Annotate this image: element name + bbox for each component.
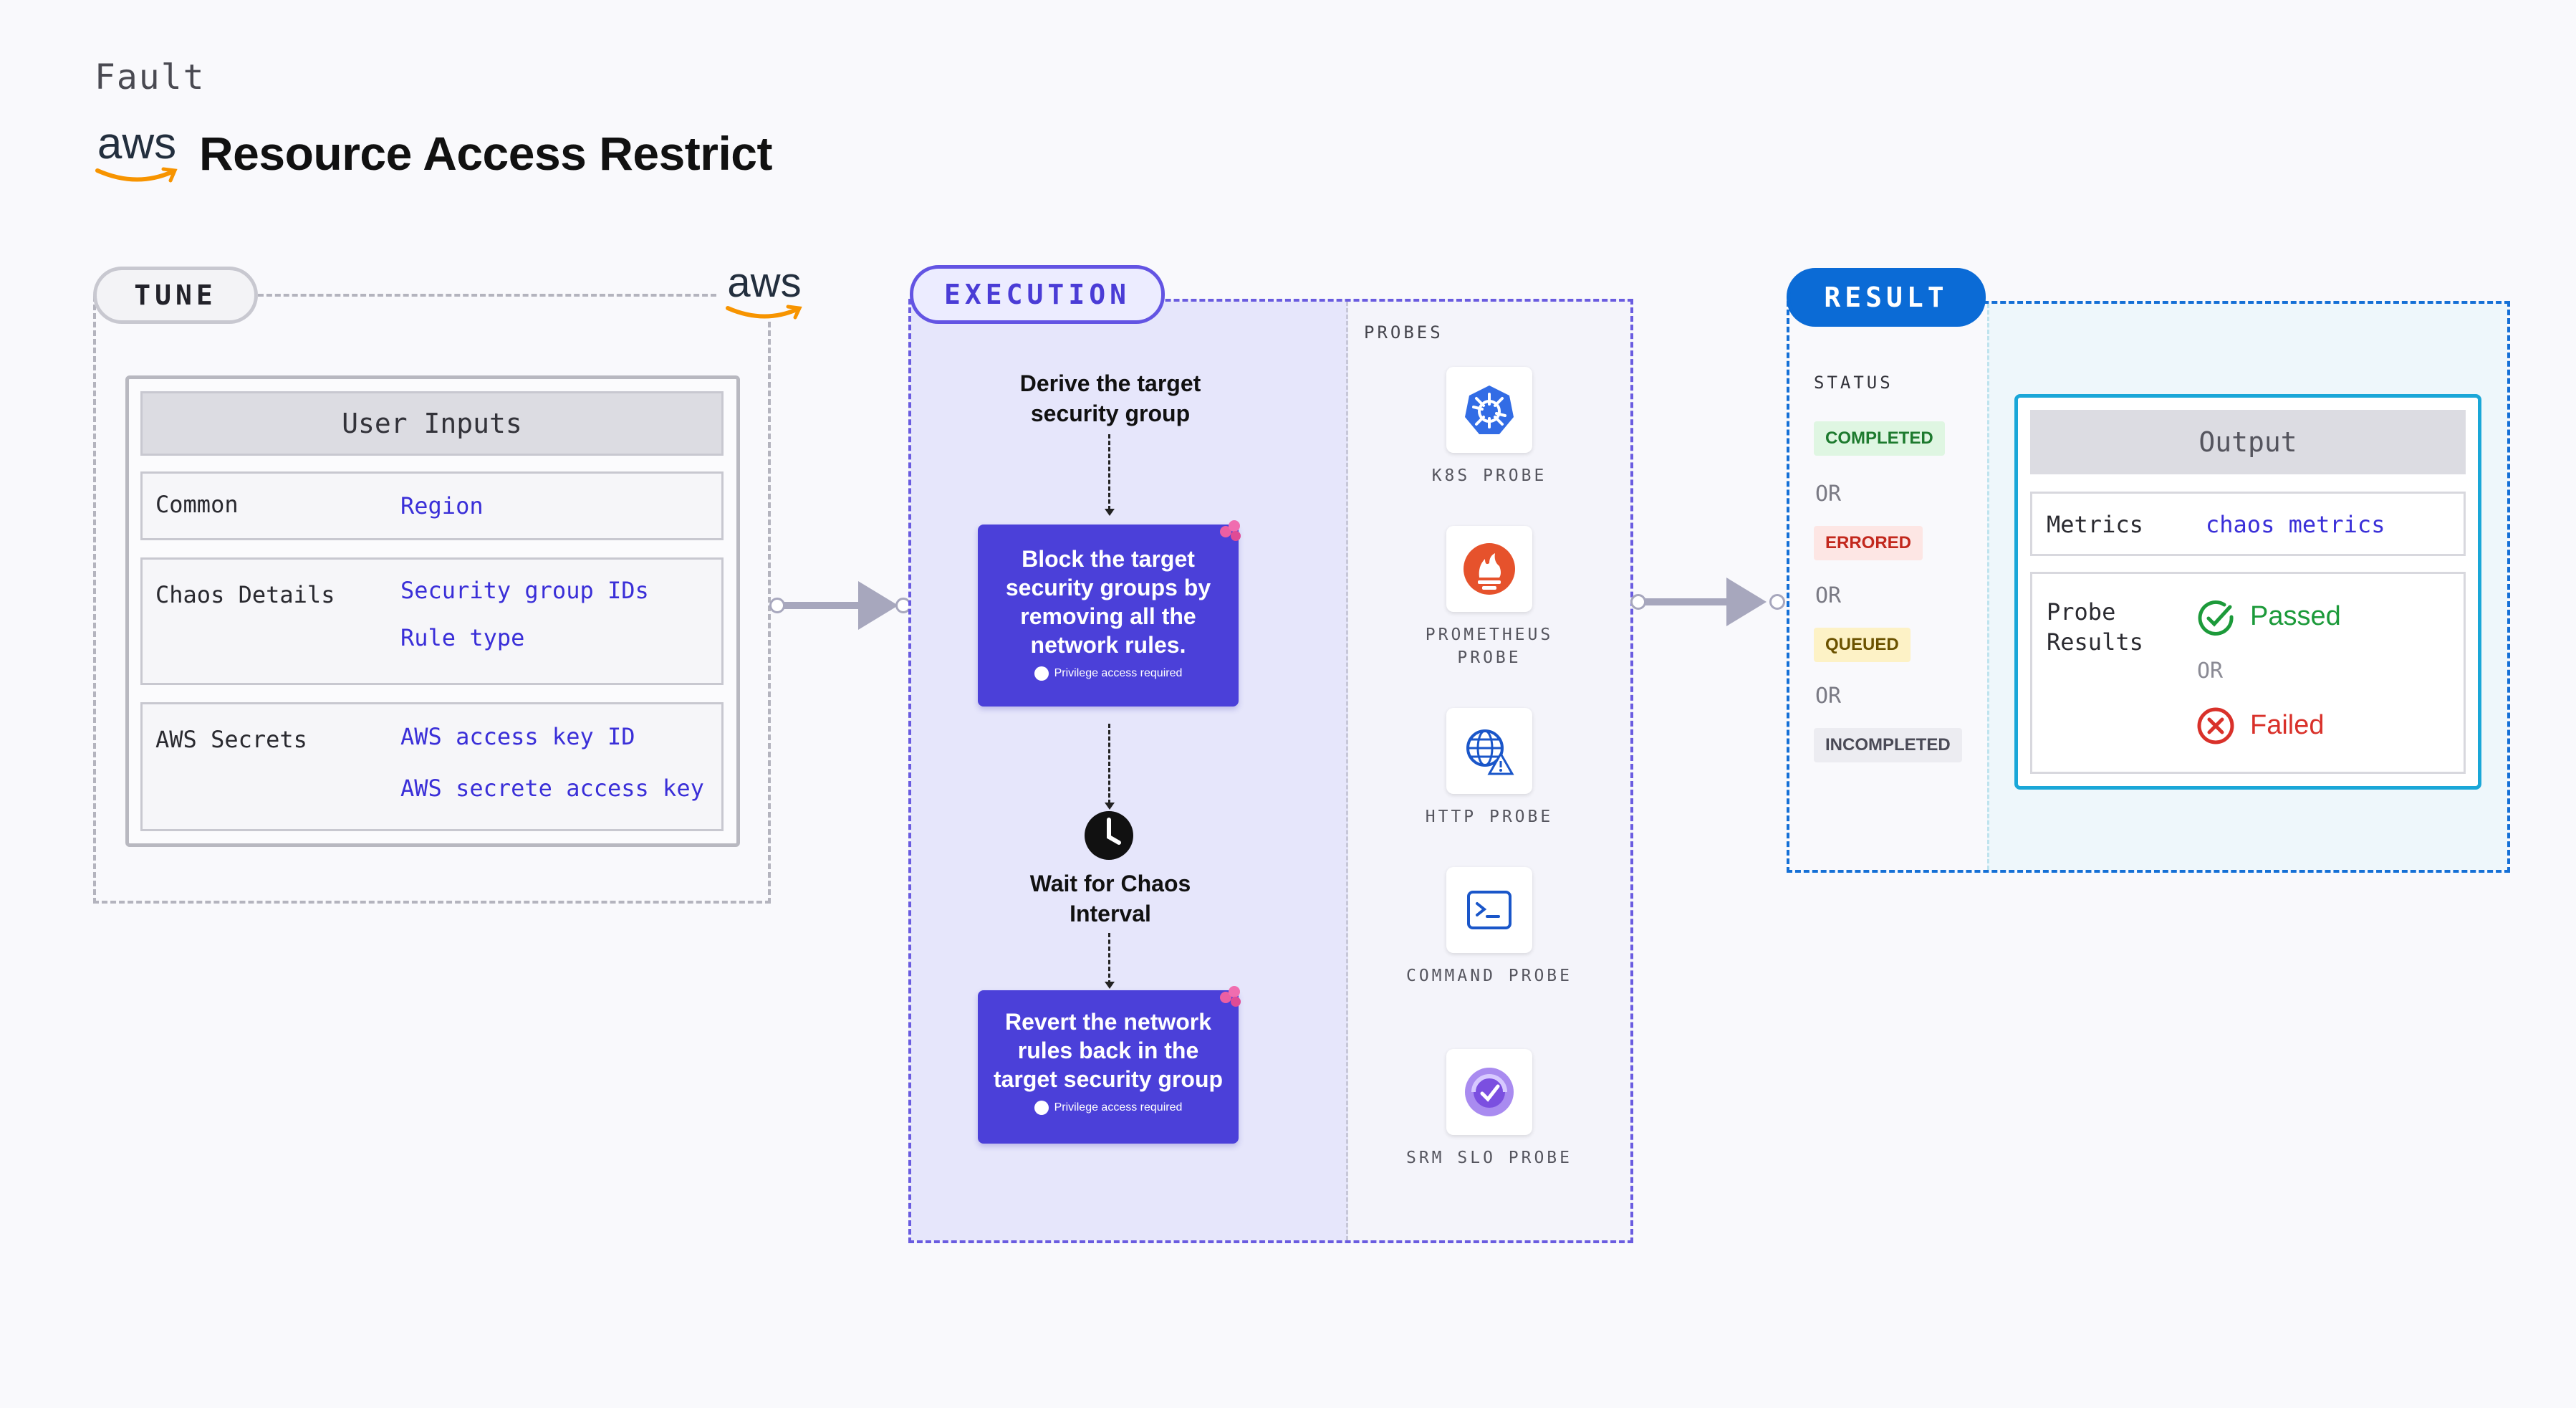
k8s-probe-tile	[1446, 367, 1532, 453]
input-value-access-key-id: AWS access key ID	[400, 723, 635, 750]
input-value-rule-type: Rule type	[400, 624, 525, 651]
tune-section	[93, 296, 771, 904]
input-value-region: Region	[400, 492, 484, 519]
flow-line	[1108, 434, 1110, 510]
or-separator: OR	[1815, 583, 1842, 608]
chaos-fault-icon	[1220, 986, 1241, 1007]
tune-pill: TUNE	[93, 267, 258, 324]
status-badge-incompleted: INCOMPLETED	[1814, 728, 1962, 762]
chaos-fault-icon	[1220, 520, 1241, 541]
execution-pill: EXECUTION	[910, 265, 1165, 324]
prometheus-icon	[1464, 543, 1515, 595]
connector-arrow-icon	[1726, 578, 1767, 626]
input-row-common: Common Region	[140, 471, 724, 540]
globe-warning-icon	[1466, 729, 1514, 775]
input-row-label: Common	[155, 491, 239, 518]
page-title: Resource Access Restrict	[199, 127, 772, 180]
input-value-secret-access-key: AWS secrete access key	[400, 775, 704, 802]
probe-label-k8s: K8S PROBE	[1431, 466, 1547, 485]
or-separator: OR	[2197, 658, 2224, 684]
command-probe-tile	[1446, 867, 1532, 953]
status-label: STATUS	[1814, 373, 1893, 393]
privilege-note: Privilege access required	[978, 666, 1239, 681]
lock-icon	[1034, 1101, 1049, 1115]
clock-icon	[1085, 811, 1133, 860]
input-row-aws-secrets: AWS Secrets AWS access key ID AWS secret…	[140, 702, 724, 831]
input-row-label: Chaos Details	[155, 581, 335, 608]
step-revert-network-rules: Revert the network rules back in the tar…	[978, 986, 1241, 1144]
step-revert-text: Revert the network rules back in the tar…	[993, 1009, 1224, 1092]
privilege-note: Privilege access required	[978, 1101, 1239, 1115]
tune-top-border	[258, 294, 716, 297]
or-separator: OR	[1815, 684, 1842, 709]
srm-slo-probe-tile	[1446, 1049, 1532, 1135]
probe-label-command: COMMAND PROBE	[1405, 967, 1572, 985]
connector-start-dot	[769, 598, 785, 613]
connector-line	[1645, 598, 1731, 605]
user-inputs-header: User Inputs	[140, 391, 724, 456]
probes-label: PROBES	[1364, 322, 1443, 343]
fault-label: Fault	[95, 57, 206, 97]
step-derive-target: Derive the target security group	[1019, 370, 1201, 426]
input-value-security-group-ids: Security group IDs	[400, 577, 649, 604]
probe-results-label: Probe Results	[2047, 598, 2143, 656]
failed-text: Failed	[2250, 710, 2325, 740]
step-block-text: Block the target security groups by remo…	[1005, 546, 1211, 658]
step-wait-interval: Wait for Chaos Interval	[1029, 871, 1191, 926]
or-separator: OR	[1815, 482, 1842, 507]
probe-label-srm-slo: SRM SLO PROBE	[1405, 1149, 1572, 1167]
input-row-chaos-details: Chaos Details Security group IDs Rule ty…	[140, 557, 724, 685]
http-probe-tile	[1446, 708, 1532, 794]
passed-text: Passed	[2250, 601, 2341, 631]
slo-gauge-icon	[1465, 1068, 1514, 1116]
result-pill: RESULT	[1787, 268, 1986, 327]
terminal-icon	[1467, 891, 1512, 929]
flow-line	[1108, 933, 1110, 985]
kubernetes-icon	[1465, 385, 1514, 434]
flow-line	[1108, 724, 1110, 804]
lock-icon	[1034, 666, 1049, 681]
output-header: Output	[2030, 410, 2466, 474]
connector-end-dot	[1769, 594, 1785, 610]
metrics-label: Metrics	[2047, 511, 2143, 538]
connector-line	[784, 602, 864, 609]
aws-logo-icon: aws	[95, 122, 179, 185]
prometheus-probe-tile	[1446, 526, 1532, 612]
check-circle-icon	[2198, 600, 2234, 636]
status-badge-errored: ERRORED	[1814, 526, 1923, 560]
x-circle-icon	[2197, 707, 2234, 744]
step-block-security-groups: Block the target security groups by remo…	[978, 520, 1241, 707]
connector-start-dot	[1630, 594, 1646, 610]
input-row-label: AWS Secrets	[155, 726, 307, 753]
status-badge-queued: QUEUED	[1814, 628, 1911, 662]
result-section	[1787, 301, 2510, 873]
flow-arrow-icon	[1105, 509, 1115, 516]
connector-arrow-icon	[858, 581, 898, 630]
output-row-metrics: Metrics chaos metrics	[2030, 492, 2466, 556]
aws-logo-icon: aws	[722, 262, 807, 321]
flow-arrow-icon	[1105, 803, 1115, 810]
flow-arrow-icon	[1105, 982, 1115, 989]
probe-label-http: HTTP PROBE	[1425, 808, 1554, 826]
metrics-value: chaos metrics	[2206, 511, 2385, 538]
output-row-probe-results: Probe Results Passed OR Failed	[2030, 572, 2466, 774]
status-badge-completed: COMPLETED	[1814, 421, 1945, 456]
title-row: aws Resource Access Restrict	[95, 122, 772, 185]
probe-label-prometheus: PROMETHEUS PROBE	[1425, 626, 1554, 667]
